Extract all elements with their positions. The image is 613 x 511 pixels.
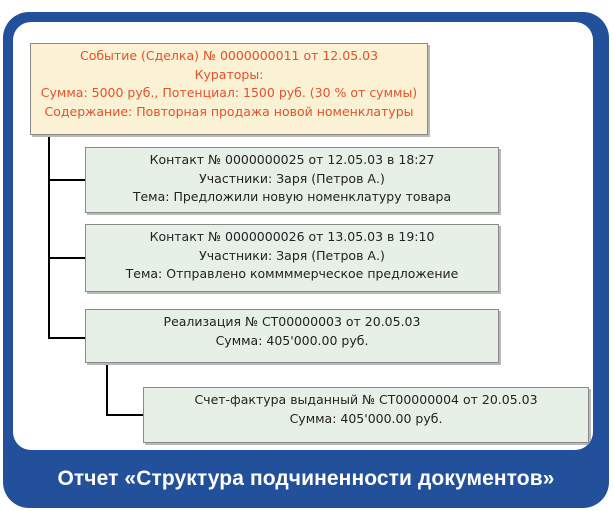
connector-node-1 [48,179,85,181]
invoice-node: Счет-фактура выданный № СТ00000004 от 20… [143,387,589,443]
report-frame: Событие (Сделка) № 0000000011 от 12.05.0… [3,12,609,508]
event-content: Содержание: Повторная продажа новой номе… [44,103,414,119]
contact-node-1: Контакт № 0000000025 от 12.05.03 в 18:27… [85,147,499,213]
node-participants: Участники: Заря (Петров А.) [199,170,385,186]
connector-node-4 [106,414,143,416]
node-participants: Участники: Заря (Петров А.) [199,247,385,263]
node-topic: Тема: Отправлено коммммерческое предложе… [125,266,459,281]
node-title: Реализация № СТ00000003 от 20.05.03 [163,314,421,329]
event-curators: Кураторы: [194,66,264,82]
connector-node-3-trunk [106,363,108,416]
event-amount: Сумма: 5000 руб., Потенциал: 1500 руб. (… [40,85,418,100]
connector-node-2 [48,257,85,259]
diagram-area: Событие (Сделка) № 0000000011 от 12.05.0… [13,22,593,450]
node-amount: Сумма: 405'000.00 руб. [215,332,369,348]
node-title: Счет-фактура выданный № СТ00000004 от 20… [194,392,538,407]
event-title: Событие (Сделка) № 0000000011 от 12.05.0… [79,48,379,63]
connector-node-3 [48,337,85,339]
node-title: Контакт № 0000000025 от 12.05.03 в 18:27 [149,152,435,167]
node-topic: Тема: Предложили новую номенклатуру това… [132,189,452,204]
contact-node-2: Контакт № 0000000026 от 13.05.03 в 19:10… [85,224,499,292]
sale-node: Реализация № СТ00000003 от 20.05.03 Сумм… [85,309,499,363]
node-title: Контакт № 0000000026 от 13.05.03 в 19:10 [149,229,435,244]
report-caption: Отчет «Структура подчиненности документо… [57,467,555,490]
connector-root-trunk [48,135,50,339]
event-node: Событие (Сделка) № 0000000011 от 12.05.0… [30,43,428,135]
node-amount: Сумма: 405'000.00 руб. [289,410,443,426]
